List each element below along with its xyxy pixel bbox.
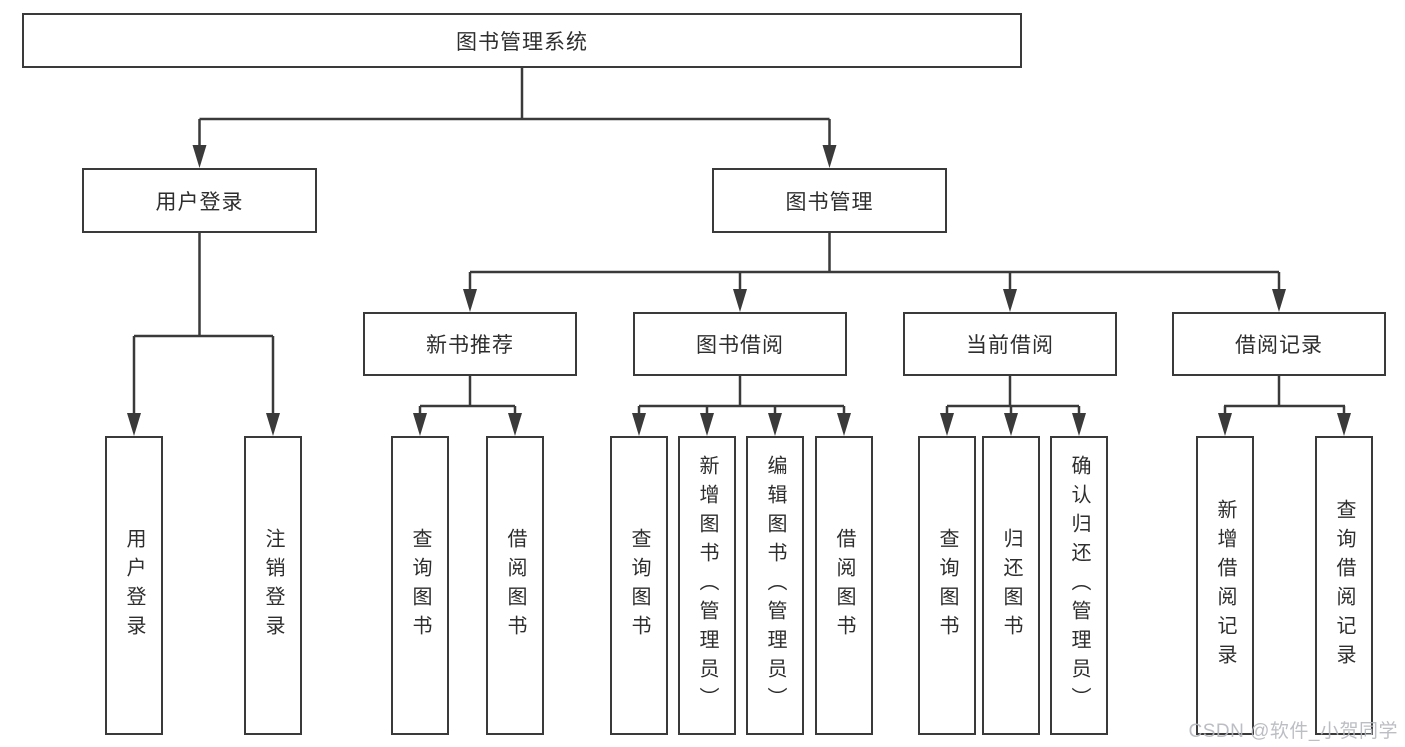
leaf-recommend-query-books: 查询图书 xyxy=(391,436,449,735)
leaf-return-book-label: 归还图书 xyxy=(1000,527,1022,644)
leaf-user-login-label: 用户登录 xyxy=(123,527,145,644)
connector-borrow-branch xyxy=(632,376,851,436)
leaf-add-borrow-record-label: 新增借阅记录 xyxy=(1214,498,1236,673)
leaf-borrow-query-books-label: 查询图书 xyxy=(628,527,650,644)
node-current-borrow: 当前借阅 xyxy=(903,312,1117,376)
leaf-query-borrow-record-label: 查询借阅记录 xyxy=(1333,498,1355,673)
connector-recommend-branch xyxy=(413,376,522,436)
connector-current-branch xyxy=(940,376,1086,436)
leaf-edit-book-admin: 编辑图书（管理员） xyxy=(746,436,804,735)
leaf-recommend-query-books-label: 查询图书 xyxy=(409,527,431,644)
leaf-query-borrow-record: 查询借阅记录 xyxy=(1315,436,1373,735)
connector-records-branch xyxy=(1218,376,1351,436)
leaf-user-login: 用户登录 xyxy=(105,436,163,735)
node-new-book-recommend: 新书推荐 xyxy=(363,312,577,376)
leaf-add-book-admin-label: 新增图书（管理员） xyxy=(696,455,718,716)
leaf-recommend-borrow-books-label: 借阅图书 xyxy=(504,527,526,644)
node-user-login: 用户登录 xyxy=(82,168,317,233)
leaf-current-query-books-label: 查询图书 xyxy=(936,527,958,644)
leaf-logout: 注销登录 xyxy=(244,436,302,735)
node-book-management: 图书管理 xyxy=(712,168,947,233)
leaf-borrow-query-books: 查询图书 xyxy=(610,436,668,735)
connector-user-login-branch xyxy=(127,233,280,436)
leaf-logout-label: 注销登录 xyxy=(262,527,284,644)
leaf-edit-book-admin-label: 编辑图书（管理员） xyxy=(764,455,786,716)
leaf-confirm-return-admin-label: 确认归还（管理员） xyxy=(1068,455,1090,716)
connector-root-to-level2 xyxy=(192,68,837,168)
csdn-watermark: CSDN @软件_小贺同学 xyxy=(1188,721,1398,742)
node-book-borrow: 图书借阅 xyxy=(633,312,847,376)
leaf-borrow-books: 借阅图书 xyxy=(815,436,873,735)
leaf-add-book-admin: 新增图书（管理员） xyxy=(678,436,736,735)
leaf-confirm-return-admin: 确认归还（管理员） xyxy=(1050,436,1108,735)
leaf-borrow-books-label: 借阅图书 xyxy=(833,527,855,644)
leaf-current-query-books: 查询图书 xyxy=(918,436,976,735)
connector-book-management-branch xyxy=(463,233,1286,312)
leaf-add-borrow-record: 新增借阅记录 xyxy=(1196,436,1254,735)
node-root-library-system: 图书管理系统 xyxy=(22,13,1022,68)
leaf-recommend-borrow-books: 借阅图书 xyxy=(486,436,544,735)
leaf-return-book: 归还图书 xyxy=(982,436,1040,735)
node-borrow-records: 借阅记录 xyxy=(1172,312,1386,376)
